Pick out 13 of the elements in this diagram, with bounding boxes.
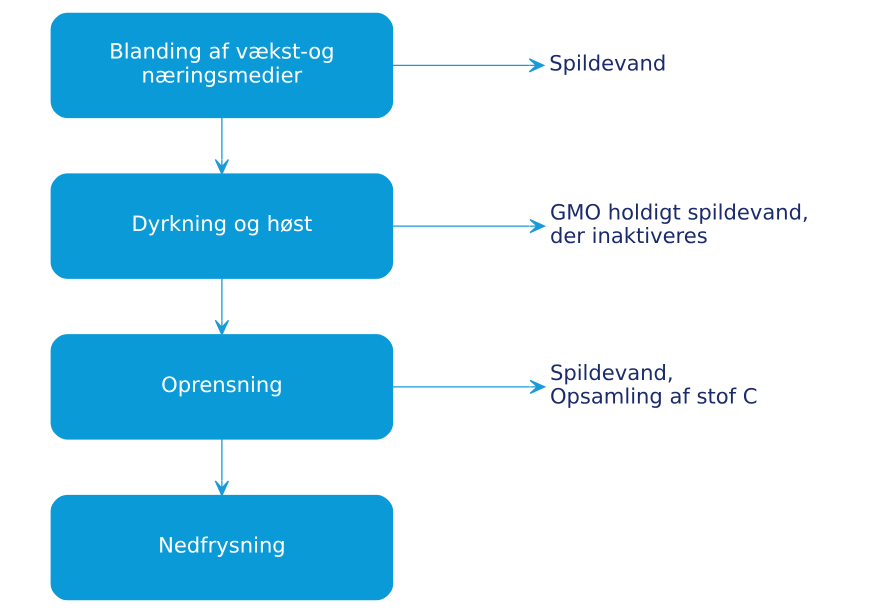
node-text: Spildevand — [549, 50, 666, 76]
node-box: Blanding af vækst-og næringsmedier — [50, 12, 394, 118]
arrow — [214, 439, 230, 496]
node-box: Oprensning — [50, 334, 394, 440]
arrow — [214, 118, 230, 175]
node-text: GMO holdigt spildevand, der inaktiveres — [550, 199, 809, 248]
arrow — [392, 380, 546, 394]
arrow — [214, 278, 230, 336]
node-box: Nedfrysning — [50, 494, 394, 600]
node-box: Dyrkning og høst — [50, 173, 394, 279]
arrow — [392, 218, 546, 234]
node-text: Spildevand, Opsamling af stof C — [550, 360, 758, 409]
arrow — [392, 58, 544, 73]
